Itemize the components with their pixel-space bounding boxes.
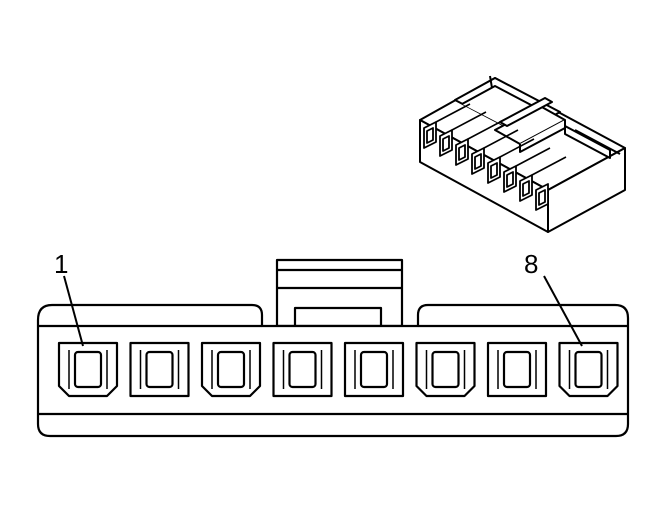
cavity-row bbox=[57, 341, 619, 398]
terminal-3 bbox=[216, 350, 246, 389]
terminal-2 bbox=[145, 350, 174, 389]
cavity-wall-2 bbox=[139, 350, 180, 389]
cavity-wall-5 bbox=[354, 350, 394, 389]
cavity-wall-3 bbox=[211, 350, 251, 389]
terminal-8 bbox=[574, 350, 603, 389]
terminal-6 bbox=[431, 350, 460, 389]
cavity-wall-8 bbox=[568, 350, 609, 389]
pin-label-8: 8 bbox=[524, 249, 538, 279]
connector-perspective-view bbox=[419, 75, 626, 233]
cavity-wall-7 bbox=[497, 350, 537, 389]
perspective-cavities bbox=[423, 121, 549, 211]
terminal-5 bbox=[359, 350, 389, 389]
terminal-7 bbox=[502, 350, 532, 389]
latch-tab bbox=[275, 258, 404, 328]
leader-line-pin-1 bbox=[63, 275, 84, 347]
terminal-1 bbox=[73, 350, 103, 389]
cavity-wall-1 bbox=[68, 350, 108, 389]
cavity-wall-4 bbox=[282, 350, 323, 389]
leader-line-pin-8 bbox=[543, 275, 583, 347]
pin-label-1: 1 bbox=[54, 249, 68, 279]
terminal-4 bbox=[288, 350, 317, 389]
connector-face-view bbox=[36, 258, 630, 438]
connector-housing bbox=[36, 303, 630, 438]
cavity-wall-6 bbox=[425, 350, 466, 389]
